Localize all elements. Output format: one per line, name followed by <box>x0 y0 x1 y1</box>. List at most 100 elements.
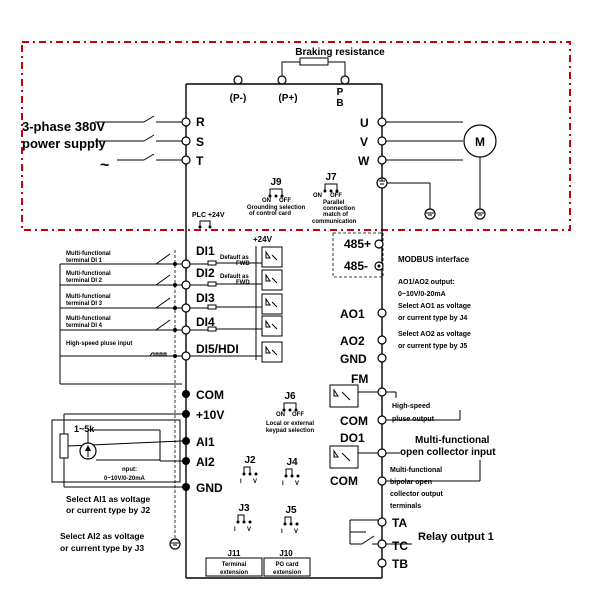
svg-text:extension: extension <box>220 570 248 576</box>
svg-text:open collector input: open collector input <box>400 447 496 458</box>
svg-text:PLC +24V: PLC +24V <box>192 212 225 219</box>
terminal-ai2: AI2 <box>182 455 215 469</box>
terminal-r: R <box>196 115 205 129</box>
do1-output: DO1 COM Multi-functional open collector … <box>329 431 496 510</box>
terminal-10v: +10V <box>182 408 224 422</box>
jumper-j3: J3 I V <box>234 503 252 533</box>
select-ai2-l2: or current type by J3 <box>60 543 144 553</box>
svg-text:V: V <box>360 135 368 149</box>
plus24-label: +24V <box>253 235 273 244</box>
terminal-com-left: COM <box>182 388 224 402</box>
svg-text:PG card: PG card <box>275 562 298 568</box>
svg-text:Parallel: Parallel <box>323 200 345 206</box>
terminal-ai1: AI1 <box>182 435 215 449</box>
resistor-symbol <box>299 57 329 66</box>
svg-text:FWD: FWD <box>236 280 250 286</box>
relay-output-1: TA TC TB Relay output 1 <box>349 516 494 571</box>
power-label-1: 3-phase 380V <box>22 119 105 134</box>
terminal-pplus: (P+) <box>277 75 298 104</box>
motor: M <box>463 124 497 158</box>
terminal-pb: P B <box>336 75 350 109</box>
svg-text:connection: connection <box>323 206 355 212</box>
svg-text:Grounding selection: Grounding selection <box>247 205 306 211</box>
svg-text:J5: J5 <box>285 505 297 516</box>
ao-desc-3: Select AO1 as voltage <box>398 303 471 310</box>
select-ai1-l2: or current type by J2 <box>66 505 150 515</box>
terminal-di4: DI4 <box>196 315 215 329</box>
select-ai1-l1: Select AI1 as voltage <box>66 494 151 504</box>
svg-text:(P+): (P+) <box>278 93 297 104</box>
jumper-j5: J5 I V <box>281 505 299 535</box>
jumper-j2: J2 I V <box>240 455 258 485</box>
terminal-s: S <box>196 135 204 149</box>
svg-text:OFF: OFF <box>330 193 342 199</box>
svg-text:I: I <box>234 527 236 533</box>
svg-text:COM: COM <box>330 474 358 488</box>
di-row-1: Multi-functional terminal DI 1 DI1 Defau… <box>60 244 283 269</box>
svg-text:MODBUS interface: MODBUS interface <box>398 255 470 264</box>
terminal-ao1: AO1 <box>340 307 387 321</box>
svg-text:485-: 485- <box>344 259 368 273</box>
svg-text:J9: J9 <box>270 177 282 188</box>
power-label-2: power supply <box>22 136 107 151</box>
terminal-gnd-right: GND <box>340 352 387 366</box>
svg-text:Default as: Default as <box>220 274 249 280</box>
svg-text:J7: J7 <box>325 172 337 183</box>
ground-left <box>169 538 181 550</box>
ac-tilde: ~ <box>100 157 109 174</box>
svg-text:J2: J2 <box>244 455 256 466</box>
terminal-pminus: (P-) <box>230 75 247 104</box>
svg-text:High-speed pluse input: High-speed pluse input <box>66 341 132 347</box>
terminal-tc: TC <box>392 539 408 553</box>
svg-text:terminals: terminals <box>390 503 421 510</box>
svg-text:nput:: nput: <box>122 467 137 473</box>
svg-text:U: U <box>360 116 369 130</box>
terminal-gnd-left: GND <box>182 481 223 495</box>
terminal-fm: FM <box>351 372 387 397</box>
ao-desc-1: AO1/AO2 output: <box>398 279 455 286</box>
svg-text:V: V <box>295 481 299 487</box>
svg-text:B: B <box>336 98 343 109</box>
jumper-j7: J7 ON OFF Parallel connection match of c… <box>312 172 357 225</box>
input-line-t: T <box>117 153 204 168</box>
output-w: W <box>358 154 463 168</box>
output-v: V <box>360 135 463 149</box>
svg-text:J10: J10 <box>279 549 293 558</box>
svg-text:Terminal: Terminal <box>222 562 247 568</box>
svg-text:terminal DI 1: terminal DI 1 <box>66 258 103 264</box>
svg-text:GND: GND <box>340 352 367 366</box>
modbus-interface: 485+ 485- MODBUS interface <box>332 232 470 278</box>
svg-text:J11: J11 <box>228 549 241 558</box>
svg-text:keypad selection: keypad selection <box>266 428 315 434</box>
svg-text:ON: ON <box>262 198 271 204</box>
svg-text:+10V: +10V <box>196 408 224 422</box>
j11-terminal-extension: J11 Terminal extension <box>205 549 263 577</box>
svg-text:OFF: OFF <box>279 198 291 204</box>
svg-text:terminal DI 4: terminal DI 4 <box>66 323 103 329</box>
svg-text:High-speed: High-speed <box>392 403 430 410</box>
svg-text:ON: ON <box>313 193 322 199</box>
svg-text:DO1: DO1 <box>340 431 365 445</box>
svg-text:extension: extension <box>273 570 301 576</box>
svg-text:(P-): (P-) <box>230 93 247 104</box>
ao-desc-2: 0~10V/0-20mA <box>398 291 446 298</box>
svg-text:I: I <box>240 479 242 485</box>
svg-text:W: W <box>358 154 370 168</box>
input-line-r: R <box>95 115 205 129</box>
svg-text:Multi-functional: Multi-functional <box>66 271 111 277</box>
ao-desc-5: Select AO2 as voltage <box>398 331 471 338</box>
svg-text:of control card: of control card <box>249 211 291 217</box>
terminal-t: T <box>196 154 204 168</box>
terminal-di2: DI2 <box>196 266 215 280</box>
svg-text:terminal DI 3: terminal DI 3 <box>66 301 103 307</box>
svg-text:COM: COM <box>196 388 224 402</box>
svg-text:AO1: AO1 <box>340 307 365 321</box>
input-line-s: S <box>95 134 204 149</box>
svg-text:Multi-functional: Multi-functional <box>66 251 111 257</box>
terminal-tb: TB <box>392 557 408 571</box>
svg-text:AI1: AI1 <box>196 435 215 449</box>
power-section-border <box>21 41 571 231</box>
select-ai2-l1: Select AI2 as voltage <box>60 531 145 541</box>
